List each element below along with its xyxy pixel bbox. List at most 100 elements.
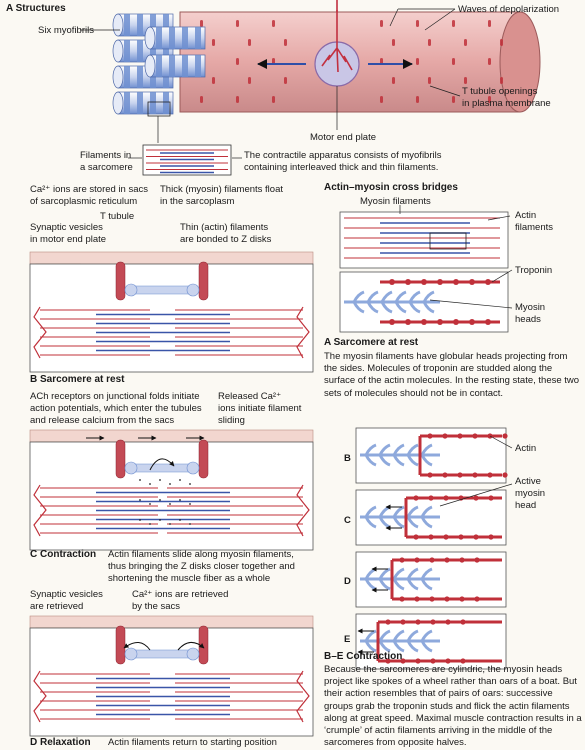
calcium-ion <box>179 499 181 501</box>
relaxation-caption-label: D Relaxation <box>30 737 91 748</box>
sarcoplasmic-reticulum <box>127 285 197 295</box>
troponin-stud <box>442 472 448 478</box>
sarcomere-at-rest-caption: B Sarcomere at rest <box>30 374 125 385</box>
troponin-stud <box>457 472 463 478</box>
myosin-head <box>420 454 433 467</box>
ca-retrieved-label-1: Ca²⁺ ions are retrieved <box>132 589 229 600</box>
sarcolemma <box>29 429 314 443</box>
calcium-ion <box>169 483 171 485</box>
troponin-stud <box>385 619 391 625</box>
calcium-ion <box>149 523 151 525</box>
structures-heading: A Structures <box>6 3 66 14</box>
troponin-stud <box>430 619 436 625</box>
t-tubule <box>115 625 126 665</box>
myosin-head <box>406 505 419 518</box>
myofibril <box>144 54 206 78</box>
myosin-head <box>422 290 435 303</box>
synaptic-vesicles-label-2: in motor end plate <box>30 234 107 245</box>
troponin-stud <box>389 279 395 285</box>
myosin-head <box>378 640 391 653</box>
sarcomere-box <box>29 441 314 551</box>
troponin-stud <box>460 658 466 664</box>
myosin-head <box>366 301 379 314</box>
myosin-head <box>394 301 407 314</box>
relaxation-panel <box>29 615 314 737</box>
sarcoplasmic-reticulum <box>127 463 197 473</box>
apparatus-label-2: containing interleaved thick and thin fi… <box>244 162 439 173</box>
troponin-stud <box>437 319 443 325</box>
contraction-panel <box>29 429 314 551</box>
contraction-text: Because the sarcomeres are cylindric, th… <box>324 664 582 749</box>
myosin-head <box>392 443 405 456</box>
z-disk <box>296 484 310 537</box>
troponin-stud <box>400 619 406 625</box>
myosin-head <box>420 443 433 456</box>
myosin-head <box>408 290 421 303</box>
troponin-stud <box>472 433 478 439</box>
troponin-stud <box>473 495 479 501</box>
thin-filaments-label-2: are bonded to Z disks <box>180 234 272 245</box>
six-myofibrils <box>112 13 206 117</box>
sarcolemma <box>29 251 314 265</box>
actin-filaments-label-1: Actin <box>515 210 537 221</box>
troponin-stud <box>445 619 451 625</box>
cross-bridges-heading: Actin–myosin cross bridges <box>324 182 458 193</box>
troponin-stud <box>474 557 480 563</box>
troponin-stud <box>488 495 494 501</box>
released-ca-label-1: Released Ca²⁺ <box>218 391 282 402</box>
flow-arrow <box>123 642 151 651</box>
z-disk <box>33 484 47 537</box>
at-rest-title: A Sarcomere at rest <box>324 337 419 348</box>
ach-label-2: action potentials, which enter the tubul… <box>30 403 202 414</box>
myosin-head <box>366 290 379 303</box>
t-tubule <box>198 261 209 301</box>
contraction-caption-1: Actin filaments slide along myosin filam… <box>108 549 294 560</box>
panel-label-e: E <box>344 634 351 645</box>
panel-label-d: D <box>344 576 351 587</box>
myosin-head <box>406 629 419 642</box>
released-ca-label-3: sliding <box>218 415 245 426</box>
myosin-head <box>420 629 433 642</box>
calcium-ion <box>179 519 181 521</box>
t-tubule <box>115 439 126 479</box>
myosin-head <box>364 516 377 529</box>
thin-filaments-label-1: Thin (actin) filaments <box>180 222 269 233</box>
calcium-ion <box>139 499 141 501</box>
cross-bridge-contraction-panels <box>355 427 513 670</box>
troponin-stud <box>472 472 478 478</box>
troponin-stud <box>444 557 450 563</box>
calcium-ion <box>159 499 161 501</box>
troponin-label: Troponin <box>515 265 553 276</box>
z-disk <box>296 306 310 359</box>
released-ca-label-2: ions initiate filament <box>218 403 302 414</box>
myosin-head <box>364 443 377 456</box>
troponin-stud <box>414 596 420 602</box>
calcium-ion <box>189 483 191 485</box>
troponin-stud <box>413 534 419 540</box>
calcium-ion <box>189 503 191 505</box>
myosin-head <box>380 301 393 314</box>
troponin-stud <box>430 658 436 664</box>
myosin-head <box>394 290 407 303</box>
panel-label-c: C <box>344 515 351 526</box>
six-myofibrils-label: Six myofibrils <box>38 25 94 36</box>
troponin-stud <box>474 596 480 602</box>
troponin-stud <box>473 534 479 540</box>
myosin-heads-label-2: heads <box>515 314 541 325</box>
myosin-head <box>422 301 435 314</box>
calcium-ion <box>139 519 141 521</box>
calcium-ion <box>159 479 161 481</box>
ach-label-3: and release calcium from the sacs <box>30 415 175 426</box>
troponin-stud <box>459 557 465 563</box>
ca-retrieved-label-2: by the sacs <box>132 601 181 612</box>
myosin-head <box>420 578 433 591</box>
myosin-head <box>406 443 419 456</box>
myosin-filaments-label: Myosin filaments <box>360 196 431 207</box>
contraction-caption-3: shortening the muscle fiber as a whole <box>108 573 271 584</box>
troponin-stud <box>399 596 405 602</box>
troponin-stud <box>442 433 448 439</box>
apparatus-label-1: The contractile apparatus consists of my… <box>244 150 442 161</box>
t-tubule-openings-label-1: T tubule openings <box>462 86 538 97</box>
troponin-stud <box>400 658 406 664</box>
